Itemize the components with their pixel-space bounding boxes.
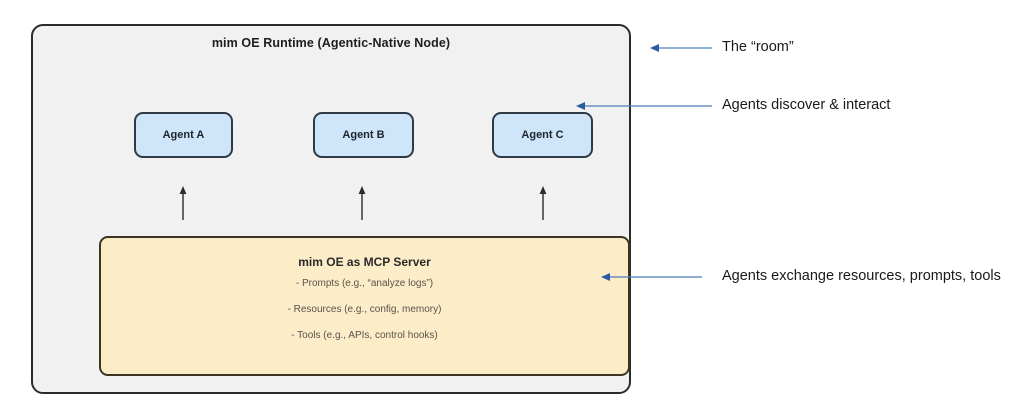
mcp-server-item-prompts: - Prompts (e.g., “analyze logs”) xyxy=(295,278,434,289)
mcp-server-item-resources: - Resources (e.g., config, memory) xyxy=(287,304,442,315)
up-arrow-icon-agent-a xyxy=(179,186,187,220)
agent-label-c: Agent C xyxy=(521,129,564,141)
agent-label-a: Agent A xyxy=(162,129,205,141)
mcp-server-item-tools: - Tools (e.g., APIs, control hooks) xyxy=(291,330,438,341)
agent-box-c[interactable]: Agent C xyxy=(492,112,593,158)
annotation-label-exchange: Agents exchange resources, prompts, tool… xyxy=(722,268,1001,284)
mcp-server-box[interactable]: mim OE as MCP Server - Prompts (e.g., “a… xyxy=(99,236,630,376)
agent-box-b[interactable]: Agent B xyxy=(313,112,414,158)
up-arrow-icon-agent-c xyxy=(539,186,547,220)
agent-box-a[interactable]: Agent A xyxy=(134,112,233,158)
runtime-container-box: mim OE Runtime (Agentic-Native Node) Age… xyxy=(31,24,631,394)
runtime-title: mim OE Runtime (Agentic-Native Node) xyxy=(211,36,451,50)
annotation-arrow-icon-room xyxy=(650,44,712,52)
annotation-arrow-icon-discover xyxy=(576,102,712,110)
mcp-server-title: mim OE as MCP Server xyxy=(298,255,431,269)
annotation-label-room: The “room” xyxy=(722,39,794,55)
annotation-label-discover: Agents discover & interact xyxy=(722,97,891,113)
annotation-arrow-icon-exchange xyxy=(601,273,702,281)
mcp-server-item-list: - Prompts (e.g., “analyze logs”) - Resou… xyxy=(101,278,628,356)
agent-label-b: Agent B xyxy=(342,129,385,141)
up-arrow-icon-agent-b xyxy=(358,186,366,220)
